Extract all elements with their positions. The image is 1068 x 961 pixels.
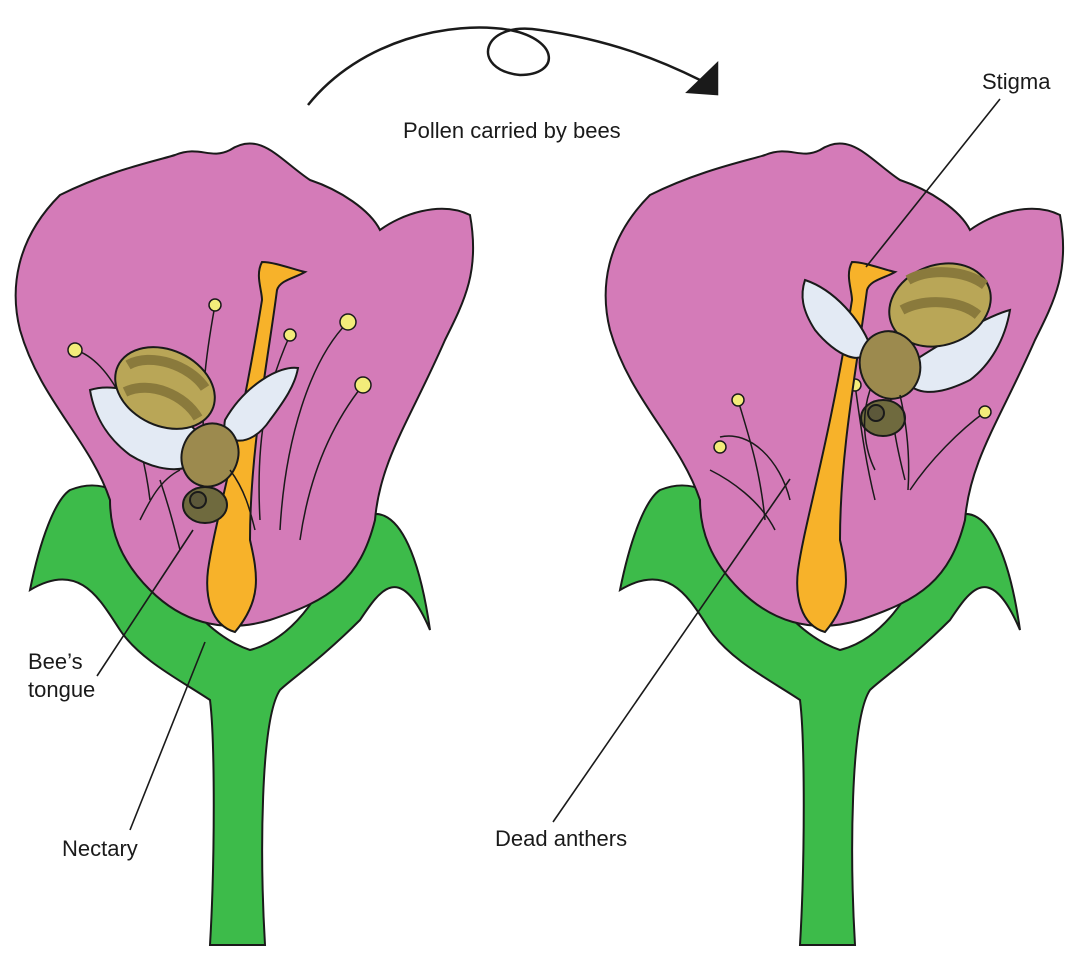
arrow-head-icon (688, 64, 717, 94)
right-flower (606, 143, 1064, 945)
anther (732, 394, 744, 406)
arrow-caption: Pollen carried by bees (403, 117, 621, 144)
dead-anthers-label: Dead anthers (495, 825, 627, 852)
pollen-transfer-arrow (308, 28, 717, 105)
anther (714, 441, 726, 453)
anther (209, 299, 221, 311)
bee-eye (190, 492, 206, 508)
bees-tongue-label-line2: tongue (28, 676, 95, 703)
anther (355, 377, 371, 393)
anther (979, 406, 991, 418)
stigma-label: Stigma (982, 68, 1050, 95)
bees-tongue-label-line1: Bee’s (28, 648, 83, 675)
nectary-label: Nectary (62, 835, 138, 862)
bee-eye (868, 405, 884, 421)
anther (340, 314, 356, 330)
anther (284, 329, 296, 341)
anther (68, 343, 82, 357)
left-flower (16, 143, 474, 945)
